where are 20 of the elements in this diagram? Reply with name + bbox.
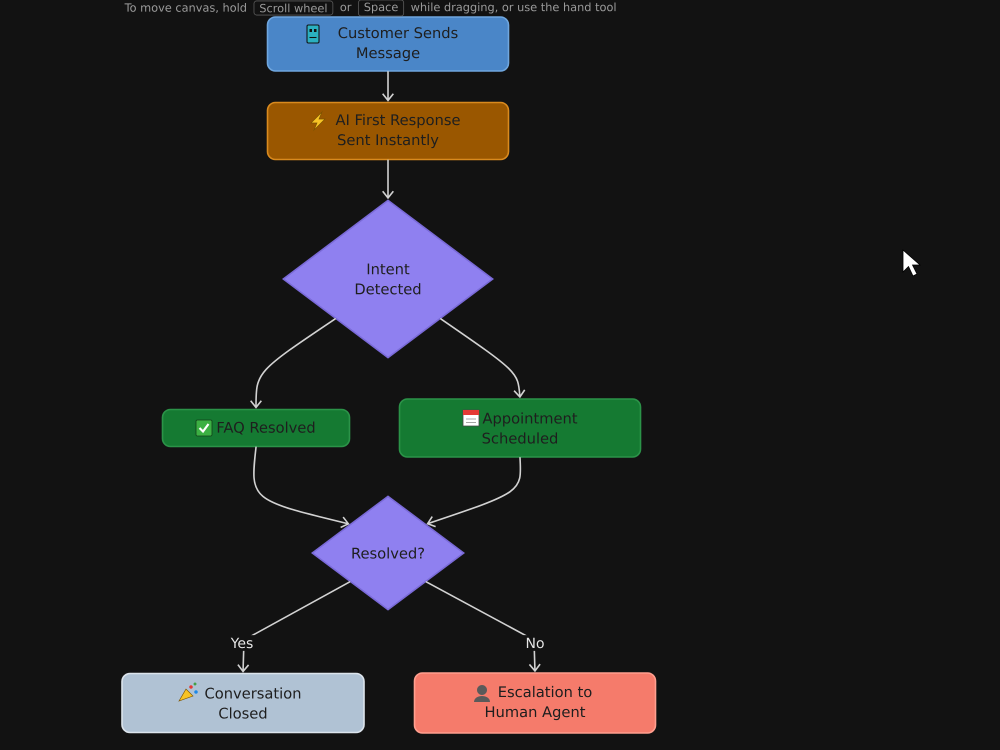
process-box: Appointment Scheduled: [398, 398, 642, 458]
arrow: [253, 446, 350, 528]
hint-text: To move canvas, hold: [124, 3, 246, 13]
hint-text: while dragging, or use the hand tool: [411, 2, 616, 14]
process-box: FAQ Resolved: [162, 408, 350, 448]
arrow: [440, 318, 526, 398]
arrow: [426, 581, 541, 672]
process-box: Escalation to Human Agent: [414, 672, 656, 734]
arrow: [237, 581, 350, 673]
process-box: Conversation Closed: [121, 672, 365, 734]
arrow: [426, 457, 522, 528]
edge-label: Yes: [228, 635, 256, 651]
keyboard-key: Space: [358, 0, 404, 16]
keyboard-key: Scroll wheel: [254, 0, 334, 16]
process-box: Customer Sends Message: [266, 16, 510, 72]
arrow: [250, 318, 336, 409]
process-box: AI First Response Sent Instantly: [266, 102, 510, 160]
arrow: [382, 160, 394, 200]
arrow: [382, 71, 394, 102]
edge-label: No: [522, 635, 548, 651]
